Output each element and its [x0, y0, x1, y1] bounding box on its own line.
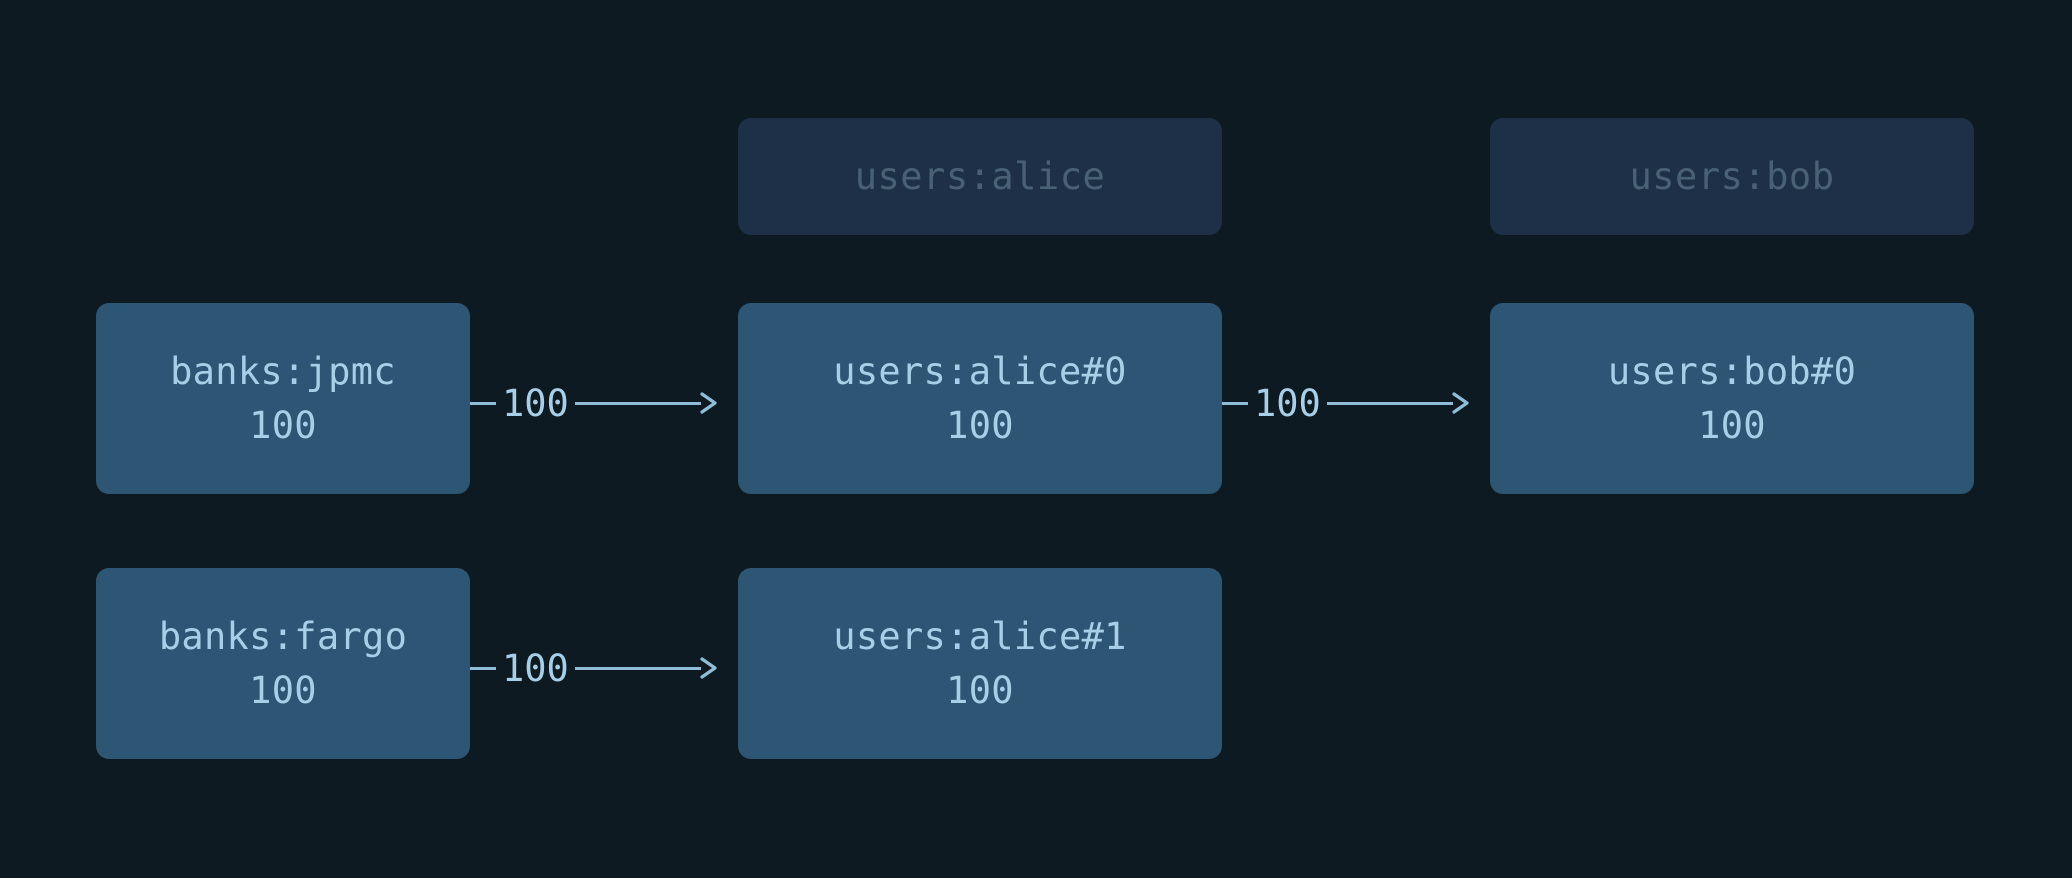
node-label: banks:jpmc [170, 349, 396, 393]
node-label: banks:fargo [158, 614, 408, 658]
group-header-users-alice[interactable]: users:alice [738, 118, 1222, 235]
edge-alice0-to-bob0: 100 [1222, 373, 1490, 433]
edge-line-tail [574, 666, 701, 670]
edge-label: 100 [1254, 381, 1321, 425]
arrowhead-icon [700, 392, 717, 414]
node-value: 100 [946, 403, 1014, 447]
group-header-label: users:bob [1629, 155, 1835, 198]
node-value: 100 [249, 668, 317, 712]
node-users-alice-0[interactable]: users:alice#0 100 [738, 303, 1222, 494]
group-header-label: users:alice [854, 155, 1106, 198]
node-value: 100 [946, 668, 1014, 712]
edge-label: 100 [502, 646, 569, 690]
node-banks-jpmc[interactable]: banks:jpmc 100 [96, 303, 470, 494]
arrowhead-icon [700, 657, 717, 679]
edge-line-lead [470, 666, 496, 670]
edge-fargo-to-alice1: 100 [470, 638, 738, 698]
edge-line-tail [1326, 401, 1453, 405]
node-users-alice-1[interactable]: users:alice#1 100 [738, 568, 1222, 759]
node-label: users:alice#0 [833, 349, 1127, 393]
edge-label: 100 [502, 381, 569, 425]
group-header-users-bob[interactable]: users:bob [1490, 118, 1974, 235]
node-label: users:alice#1 [833, 614, 1127, 658]
edge-line-tail [574, 401, 701, 405]
node-value: 100 [1698, 403, 1766, 447]
node-users-bob-0[interactable]: users:bob#0 100 [1490, 303, 1974, 494]
arrowhead-icon [1452, 392, 1469, 414]
edge-line-lead [470, 401, 496, 405]
edge-jpmc-to-alice0: 100 [470, 373, 738, 433]
node-value: 100 [249, 403, 317, 447]
node-label: users:bob#0 [1607, 349, 1857, 393]
edge-line-lead [1222, 401, 1248, 405]
node-banks-fargo[interactable]: banks:fargo 100 [96, 568, 470, 759]
